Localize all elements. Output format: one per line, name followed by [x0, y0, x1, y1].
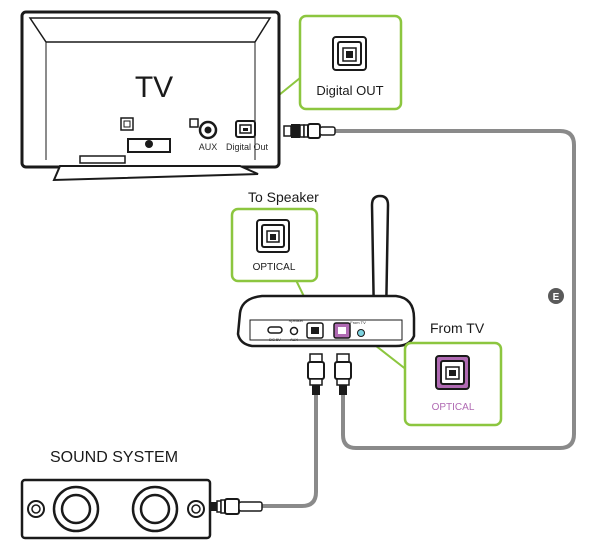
transmitter-front-panel	[249, 319, 403, 341]
transmitter-tv-optical-port	[333, 322, 351, 339]
sound-system-body	[20, 478, 212, 540]
callout-tv-optical-input-label: OPTICAL	[432, 402, 475, 413]
transmitter-body	[236, 294, 416, 348]
speaker-tweeter-right	[187, 500, 205, 518]
optical-port-icon	[332, 36, 367, 71]
transmitter-aux-label: AUX	[290, 337, 299, 342]
callout-speaker-optical-label: OPTICAL	[253, 262, 296, 273]
optical-plug-tv-in	[334, 353, 352, 395]
callout-tv-digital-out-label: Digital OUT	[316, 83, 383, 98]
optical-cable-transmitter-to-speaker	[260, 393, 318, 508]
tv-title: TV	[135, 71, 173, 104]
cable-marker-e: E	[548, 288, 564, 304]
speaker-woofer-left	[52, 485, 100, 533]
callout-tv-digital-out: Digital OUT	[298, 14, 403, 111]
optical-port-icon	[256, 219, 290, 253]
transmitter-antenna	[370, 194, 390, 322]
callout-speaker-optical: OPTICAL	[230, 207, 319, 283]
sound-system	[20, 478, 212, 540]
tv-top-bevel	[28, 17, 272, 43]
tv-vesa-hole-right	[189, 118, 199, 128]
transmitter-aux-port	[289, 326, 299, 336]
from-tv-heading: From TV	[430, 320, 485, 336]
to-speaker-heading: To Speaker	[248, 189, 319, 205]
cables	[246, 77, 576, 508]
tv: TV AUX Digital Out	[20, 10, 281, 182]
speaker-tweeter-left	[27, 500, 45, 518]
tv-vesa-hole-left	[120, 117, 134, 131]
tv-aux-port	[198, 120, 218, 140]
transmitter-status-led	[357, 329, 365, 337]
optical-plug-sound-system-end	[210, 498, 263, 515]
transmitter-speaker-optical-port	[306, 322, 324, 339]
transmitter-dc-label: DC 5V	[269, 337, 281, 342]
tv-aux-label: AUX	[199, 142, 218, 152]
transmitter-from-tv-label: From TV	[350, 320, 366, 325]
callout-tv-optical-input: OPTICAL	[403, 341, 503, 427]
speaker-woofer-right	[131, 485, 179, 533]
sound-system-title: SOUND SYSTEM	[50, 449, 178, 466]
tv-stand	[52, 138, 259, 182]
optical-plug-tv-end	[283, 123, 336, 139]
optical-port-icon	[435, 355, 470, 390]
transmitter-speaker-label: Speaker	[289, 318, 305, 323]
tv-digital-out-port	[235, 120, 256, 138]
optical-cable-tv-to-transmitter	[333, 129, 576, 450]
bluetooth-transmitter: DC 5V AUX Speaker From TV	[236, 194, 416, 348]
optical-plug-speaker-out	[307, 353, 325, 395]
transmitter-dc-port	[267, 326, 283, 334]
cable-marker-e-label: E	[553, 292, 560, 303]
tv-digital-out-label: Digital Out	[226, 142, 269, 152]
